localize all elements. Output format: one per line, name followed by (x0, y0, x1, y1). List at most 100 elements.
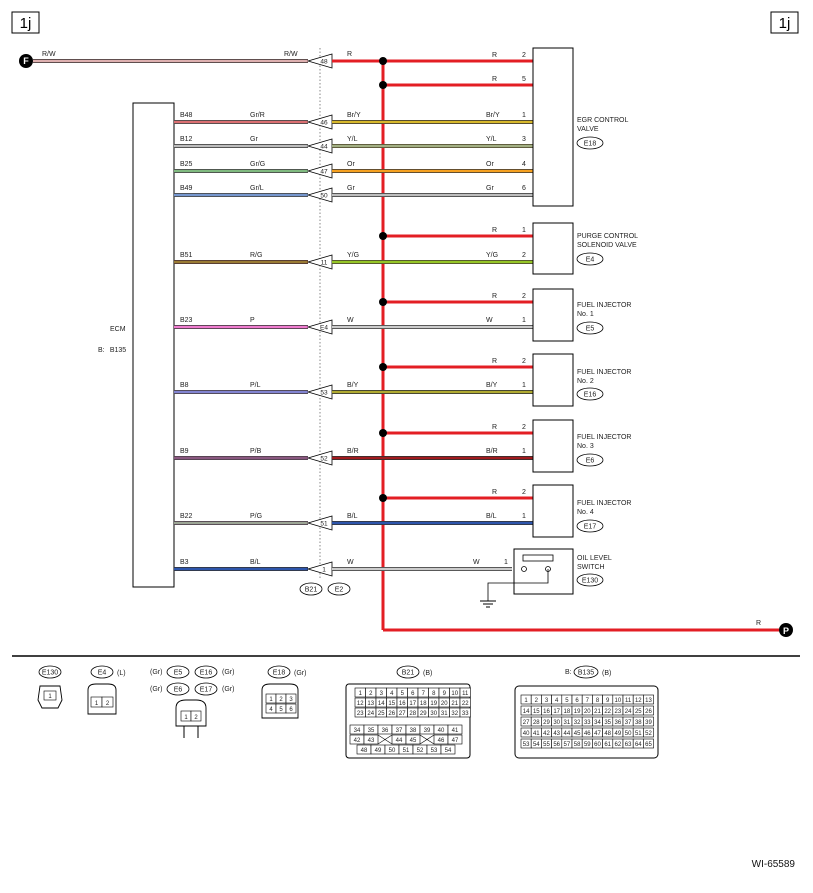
cv-e5-color-1: (Gr) (150, 669, 162, 676)
cv-b135-prefix: B: (565, 669, 572, 676)
signal-connector-9-pin: 1 (322, 567, 326, 574)
ecm-pin-7: B9 (180, 448, 189, 455)
ecm-box (132, 102, 175, 588)
power-branch-color-3: R (492, 293, 497, 300)
cv-b135-r0-lbl-9: 10 (615, 698, 622, 704)
cv-b21-r4-lbl-4: 45 (410, 738, 417, 744)
cv-b135-r3-lbl-9: 49 (615, 731, 622, 737)
cv-b135-r4-lbl-8: 61 (604, 742, 611, 748)
signal-wire-dev-pin-2: 4 (522, 161, 526, 168)
junction-dot-6 (379, 494, 387, 502)
page-badge-right: 1j (779, 15, 791, 32)
cv-b21-r3-cell-7 (447, 724, 463, 735)
device-conn-3-text: E16 (584, 392, 597, 399)
cv-b21-r5-cell-6 (440, 744, 456, 755)
cv-b135-title-text: B135 (578, 670, 594, 677)
feed-connector-pin: 48 (320, 59, 328, 66)
cv-e18-r1-cell-2 (285, 693, 297, 704)
cv-b21-r0-lbl-4: 5 (401, 691, 405, 697)
cv-b135-r1-lbl-7: 21 (594, 709, 601, 715)
device-conn-2-text: E5 (586, 326, 595, 333)
device-conn-4-text: E6 (586, 458, 595, 465)
cv-b135-r3-lbl-8: 48 (604, 731, 611, 737)
junction-dot-5 (379, 429, 387, 437)
cv-e18-r1-lbl-2: 3 (289, 697, 293, 703)
cv-b135-r0-lbl-4: 5 (565, 698, 569, 704)
cv-b135-r2-lbl-5: 32 (574, 720, 581, 726)
cv-b135-r1-lbl-8: 22 (604, 709, 611, 715)
power-branch-color-4: R (492, 358, 497, 365)
cv-b135-r2-cell-12 (643, 716, 654, 727)
device-conn-2-oval (576, 321, 604, 335)
signal-wire-right-color-3: Gr (347, 185, 355, 192)
ground-lead (487, 569, 549, 601)
cv-b135-r1-lbl-2: 16 (543, 709, 550, 715)
cv-e130-title-oval (38, 665, 62, 679)
signal-connector-7-pin: 52 (320, 456, 328, 463)
cv-b135-r0-lbl-7: 8 (596, 698, 600, 704)
cv-b135-r0-lbl-12: 13 (645, 698, 652, 704)
signal-wire-right-color-7: B/R (347, 448, 359, 455)
cv-b135-r0-lbl-3: 4 (555, 698, 559, 704)
cv-b135-r2-lbl-12: 39 (645, 720, 652, 726)
cv-b21-r2-lbl-1: 24 (367, 711, 374, 717)
cv-b21-r3-lbl-3: 37 (396, 728, 403, 734)
cv-b21-r1-lbl-2: 14 (378, 701, 385, 707)
junction-dot-3 (379, 298, 387, 306)
signal-wire-left-color-5: P (250, 317, 255, 324)
diagram-frame: 1j 1j (11, 11, 800, 657)
cv-b135-r4-lbl-4: 57 (564, 742, 571, 748)
device-conn-1-oval (576, 252, 604, 266)
cv-b135-color: (B) (602, 670, 611, 677)
cv-b135-r1-lbl-1: 15 (533, 709, 540, 715)
device-box-3 (532, 353, 574, 407)
power-bus-color: R (756, 620, 761, 627)
cv-e5-title-text: E5 (174, 670, 183, 677)
signal-wire-dev-pin-5: 1 (522, 317, 526, 324)
cv-b135-r1-lbl-3: 17 (553, 709, 560, 715)
cv-b135-r3-lbl-3: 43 (553, 731, 560, 737)
cv-b21-title-text: B21 (402, 670, 415, 677)
cv-e4-cell-1 (101, 696, 114, 708)
signal-wire-dev-color-9: W (473, 559, 480, 566)
power-branch-pin-0: 2 (522, 52, 526, 59)
cv-b21-r2-lbl-10: 33 (462, 711, 469, 717)
cv-b21-r0-lbl-6: 7 (422, 691, 426, 697)
feed-wire-out-color: R (347, 51, 352, 58)
cv-e4-lbl-1: 2 (106, 701, 110, 707)
ecm-pin-1: B12 (180, 136, 193, 143)
cv-b135-r1-lbl-12: 26 (645, 709, 652, 715)
signal-wire-dev-pin-1: 3 (522, 136, 526, 143)
cv-b135-r3-lbl-1: 41 (533, 731, 540, 737)
cv-b21-r1-lbl-8: 20 (441, 701, 448, 707)
power-branch-color-2: R (492, 227, 497, 234)
cv-e18-r1-lbl-0: 1 (269, 697, 273, 703)
cv-b135-r4-lbl-3: 56 (553, 742, 560, 748)
signal-wire-left-color-0: Gr/R (250, 112, 265, 119)
ecm-connector-id: B135 (110, 347, 126, 354)
cv-e5-lbl-0: 1 (184, 715, 188, 721)
cv-b135-r0-lbl-6: 7 (586, 698, 590, 704)
cv-b21-r4-cell-1 (363, 734, 379, 745)
signal-wire-dev-pin-3: 6 (522, 185, 526, 192)
cv-e18-title-oval (267, 665, 291, 679)
cv-b21-r1-lbl-10: 22 (462, 701, 469, 707)
bottom-conn-1-oval (327, 582, 351, 596)
device-name-5-a: FUEL INJECTOR (577, 500, 631, 507)
cv-b135-r4-lbl-2: 55 (543, 742, 550, 748)
cv-b21-r4-cell-4 (405, 734, 421, 745)
device-name-2-a: FUEL INJECTOR (577, 302, 631, 309)
power-branch-pin-4: 2 (522, 358, 526, 365)
cv-b21-r5-lbl-0: 48 (361, 748, 368, 754)
cv-b135-r4-lbl-7: 60 (594, 742, 601, 748)
signal-wire-dev-color-5: W (486, 317, 493, 324)
cv-b135-r0-cell-12 (643, 694, 654, 705)
power-branch-pin-5: 2 (522, 424, 526, 431)
device-conn-3-oval (576, 387, 604, 401)
cv-b135-r1-lbl-10: 24 (625, 709, 632, 715)
cv-b135-r1-cell-12 (643, 705, 654, 716)
cv-b21-r1-lbl-9: 21 (451, 701, 458, 707)
cv-b135-r0-lbl-0: 1 (524, 698, 528, 704)
switch-actuator (522, 554, 554, 562)
